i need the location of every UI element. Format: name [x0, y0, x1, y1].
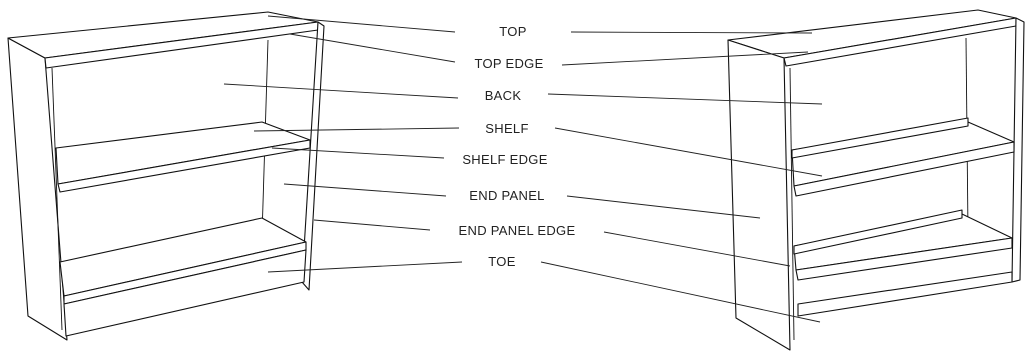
part-labels: TOP TOP EDGE BACK SHELF SHELF EDGE END P… — [459, 24, 576, 269]
label-end-panel-edge: END PANEL EDGE — [459, 223, 576, 238]
right-bookcase-end-panel — [727, 39, 791, 351]
left-bookcase-shelf-edge — [57, 139, 311, 193]
label-top: TOP — [499, 24, 526, 39]
label-back: BACK — [485, 88, 522, 103]
right-bookcase-shelf-edge — [793, 141, 1015, 197]
right-bookcase-toe — [797, 271, 1013, 317]
label-shelf: SHELF — [485, 121, 528, 136]
label-top-edge: TOP EDGE — [474, 56, 543, 71]
left-bookcase-right-end-panel — [301, 21, 325, 291]
left-bookcase — [7, 11, 325, 341]
right-bookcase-end-panel-edge — [1011, 17, 1025, 283]
right-bookcase — [727, 9, 1025, 351]
leader-lines — [223, 15, 823, 323]
label-shelf-edge: SHELF EDGE — [462, 152, 547, 167]
right-bookcase-bottom-shelf-edge — [795, 237, 1013, 281]
left-bookcase-toe — [63, 249, 307, 337]
left-bookcase-end-panel — [7, 37, 68, 341]
label-end-panel: END PANEL — [469, 188, 544, 203]
label-toe: TOE — [488, 254, 515, 269]
